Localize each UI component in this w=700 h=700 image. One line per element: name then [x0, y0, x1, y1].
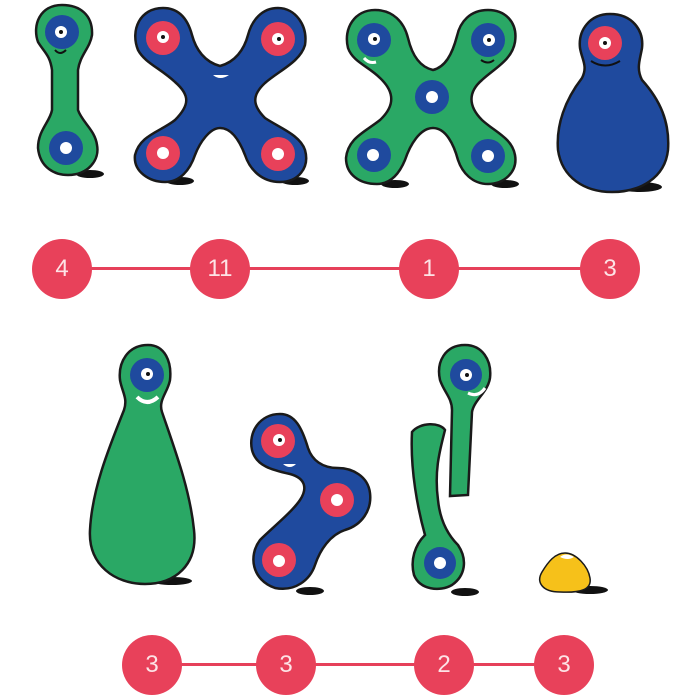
figure-green-bowling-pin [88, 343, 196, 586]
bottom-node-row: 3 3 2 3 [0, 630, 700, 700]
top-node-row: 4 11 1 3 [0, 234, 700, 304]
connector-line [62, 267, 612, 270]
connector-line [152, 663, 562, 666]
count-node: 3 [534, 635, 594, 695]
node-label: 4 [55, 255, 69, 282]
figure-blue-four-armed [133, 6, 308, 184]
node-label: 2 [437, 651, 451, 678]
count-node: 11 [190, 239, 250, 299]
node-label: 3 [603, 255, 617, 282]
figure-blue-egg [556, 12, 670, 194]
count-node: 3 [580, 239, 640, 299]
node-label: 1 [422, 255, 436, 282]
node-label: 3 [279, 651, 293, 678]
figure-yellow-blob [539, 552, 591, 593]
node-label: 11 [207, 255, 233, 282]
count-node: 2 [414, 635, 474, 695]
node-label: 3 [557, 651, 571, 678]
count-node: 3 [256, 635, 316, 695]
node-label: 3 [145, 651, 159, 678]
count-node: 3 [122, 635, 182, 695]
count-node: 4 [32, 239, 92, 299]
count-node: 1 [399, 239, 459, 299]
